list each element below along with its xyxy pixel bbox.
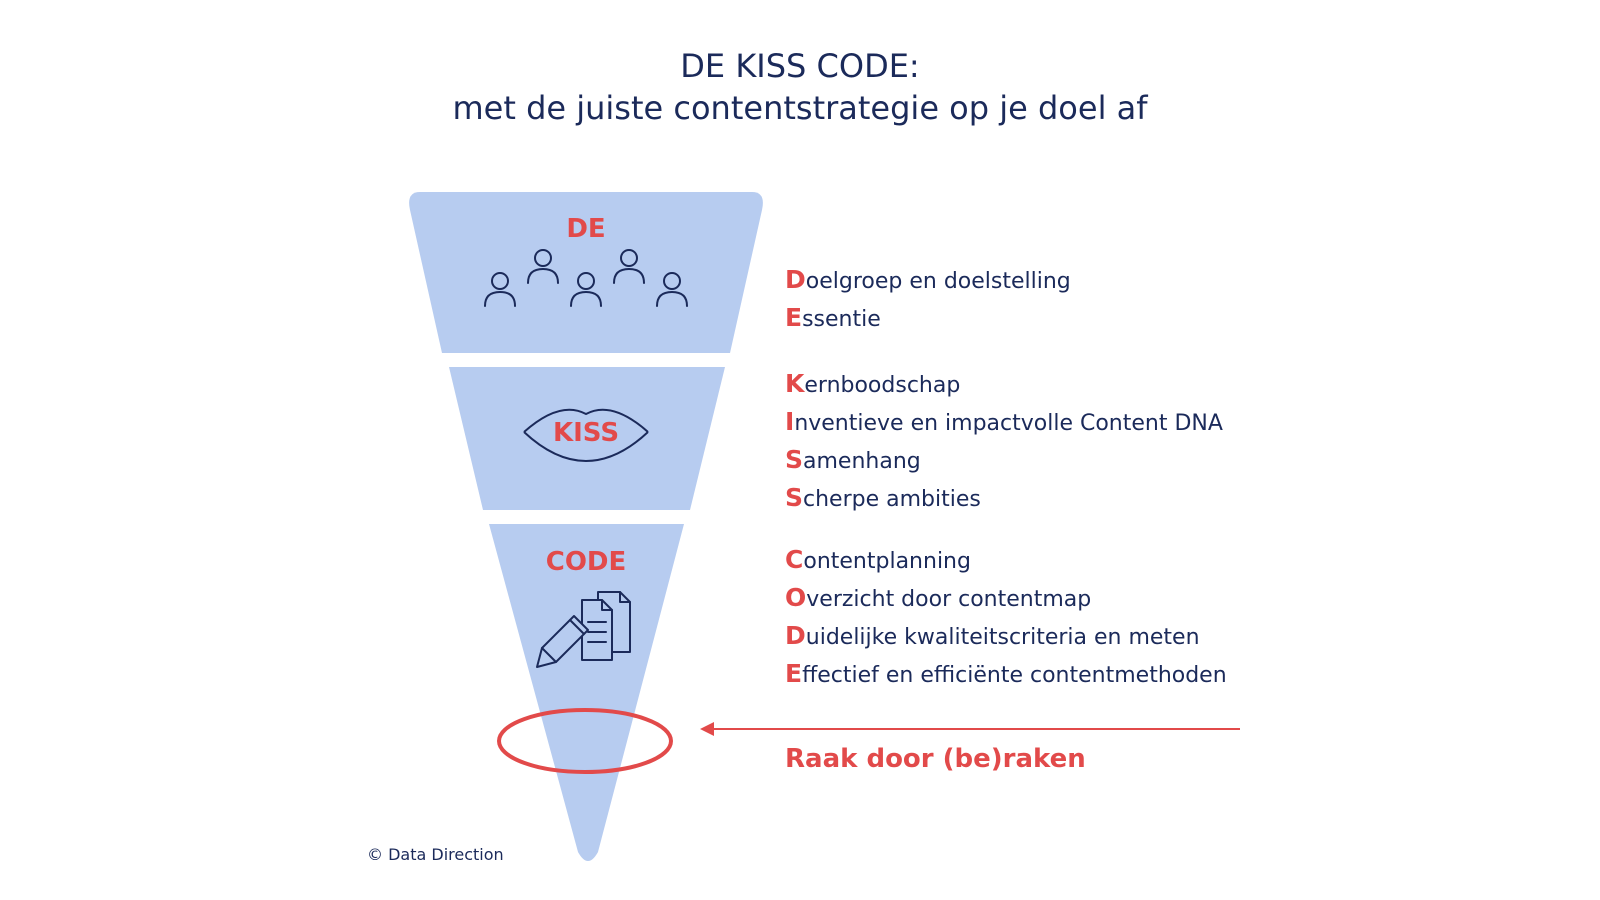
list-item: Samenhang — [785, 442, 1223, 480]
item-text: amenhang — [803, 449, 921, 474]
item-initial: K — [785, 369, 805, 398]
list-item: Essentie — [785, 300, 1071, 338]
item-initial: S — [785, 445, 804, 474]
person-icon — [527, 249, 559, 284]
item-initial: E — [785, 659, 803, 688]
callout-text: Raak door (be)raken — [785, 744, 1086, 774]
item-initial: O — [785, 583, 807, 612]
list-item: Inventieve en impactvolle Content DNA — [785, 404, 1223, 442]
segment-label-code: CODE — [546, 547, 627, 577]
item-initial: C — [785, 545, 804, 574]
person-icon — [570, 272, 602, 307]
person-icon — [484, 272, 516, 307]
item-text: verzicht door contentmap — [806, 587, 1092, 612]
item-text: oelgroep en doelstelling — [805, 269, 1071, 294]
kiss-list: Kernboodschap Inventieve en impactvolle … — [785, 366, 1223, 518]
title-line-1: DE KISS CODE: — [680, 47, 920, 85]
item-text: ssentie — [802, 307, 881, 332]
item-initial: S — [785, 483, 804, 512]
person-icon — [656, 272, 688, 307]
person-icon — [613, 249, 645, 284]
list-item: Scherpe ambities — [785, 480, 1223, 518]
de-list: Doelgroep en doelstelling Essentie — [785, 262, 1071, 338]
highlight-ellipse — [497, 708, 673, 774]
documents-pencil-icon — [536, 591, 631, 668]
item-text: ernboodschap — [804, 373, 961, 398]
item-text: cherpe ambities — [803, 487, 981, 512]
lips-icon — [523, 408, 649, 462]
list-item: Effectief en efficiënte contentmethoden — [785, 656, 1227, 694]
item-initial: D — [785, 621, 806, 650]
item-text: ffectief en efficiënte contentmethoden — [802, 663, 1227, 688]
item-text: uidelijke kwaliteitscriteria en meten — [805, 625, 1200, 650]
copyright-notice: © Data Direction — [367, 845, 504, 864]
list-item: Duidelijke kwaliteitscriteria en meten — [785, 618, 1227, 656]
list-item: Doelgroep en doelstelling — [785, 262, 1071, 300]
code-list: Contentplanning Overzicht door contentma… — [785, 542, 1227, 694]
item-initial: D — [785, 265, 806, 294]
item-text: nventieve en impactvolle Content DNA — [794, 411, 1223, 436]
item-text: ontentplanning — [803, 549, 971, 574]
funnel-segment-kiss — [449, 367, 725, 510]
item-initial: I — [785, 407, 795, 436]
item-initial: E — [785, 303, 803, 332]
list-item: Overzicht door contentmap — [785, 580, 1227, 618]
list-item: Contentplanning — [785, 542, 1227, 580]
list-item: Kernboodschap — [785, 366, 1223, 404]
funnel-segment-code — [489, 524, 684, 861]
title-line-2: met de juiste contentstrategie op je doe… — [452, 89, 1148, 127]
arrow-left-icon — [700, 722, 1240, 736]
segment-label-kiss: KISS — [553, 418, 619, 448]
segment-label-de: DE — [566, 214, 605, 244]
people-group-icon — [484, 249, 688, 307]
